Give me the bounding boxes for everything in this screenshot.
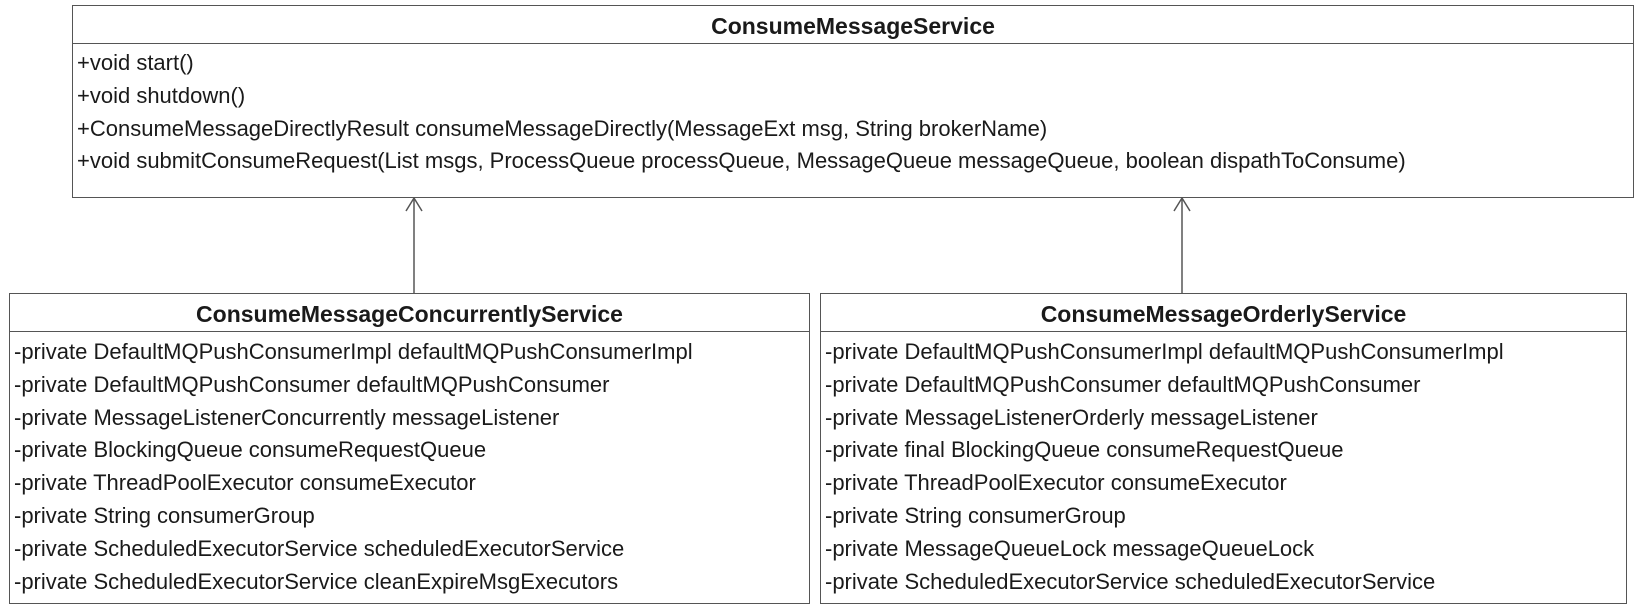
field: -private BlockingQueue consumeRequestQue… [14, 437, 487, 463]
field: -private MessageListenerOrderly messageL… [825, 404, 1318, 430]
field-list: -private DefaultMQPushConsumerImpl defau… [821, 332, 1626, 598]
consume-message-orderly-service-class: ConsumeMessageOrderlyService -private De… [820, 293, 1627, 604]
field: -private ScheduledExecutorService cleanE… [14, 568, 619, 594]
field: -private DefaultMQPushConsumer defaultMQ… [825, 371, 1421, 397]
field: -private DefaultMQPushConsumer defaultMQ… [14, 371, 610, 397]
method-list: +void start() +void shutdown() +ConsumeM… [73, 44, 1633, 178]
method: +void shutdown() [77, 82, 246, 108]
field: -private ThreadPoolExecutor consumeExecu… [825, 470, 1287, 496]
consume-message-concurrently-service-class: ConsumeMessageConcurrentlyService -priva… [9, 293, 810, 604]
field: -private MessageQueueLock messageQueueLo… [825, 535, 1315, 561]
field: -private ThreadPoolExecutor consumeExecu… [14, 470, 476, 496]
field: -private MessageListenerConcurrently mes… [14, 404, 560, 430]
arrowhead-concurrently [405, 196, 423, 212]
method: +void start() [77, 50, 194, 75]
class-name: ConsumeMessageService [73, 6, 1633, 44]
field: -private String consumerGroup [825, 502, 1126, 528]
arrowhead-orderly [1173, 196, 1191, 212]
field: -private DefaultMQPushConsumerImpl defau… [14, 339, 693, 364]
field: -private ScheduledExecutorService schedu… [825, 568, 1436, 594]
field: -private ScheduledExecutorService schedu… [14, 535, 625, 561]
consume-message-service-class: ConsumeMessageService +void start() +voi… [72, 5, 1634, 198]
field: -private DefaultMQPushConsumerImpl defau… [825, 339, 1504, 364]
method: +void submitConsumeRequest(List msgs, Pr… [77, 148, 1406, 174]
field: -private final BlockingQueue consumeRequ… [825, 437, 1344, 463]
field-list: -private DefaultMQPushConsumerImpl defau… [10, 332, 809, 598]
field: -private String consumerGroup [14, 502, 315, 528]
class-name: ConsumeMessageConcurrentlyService [10, 294, 809, 332]
method: +ConsumeMessageDirectlyResult consumeMes… [77, 115, 1048, 141]
class-name: ConsumeMessageOrderlyService [821, 294, 1626, 332]
